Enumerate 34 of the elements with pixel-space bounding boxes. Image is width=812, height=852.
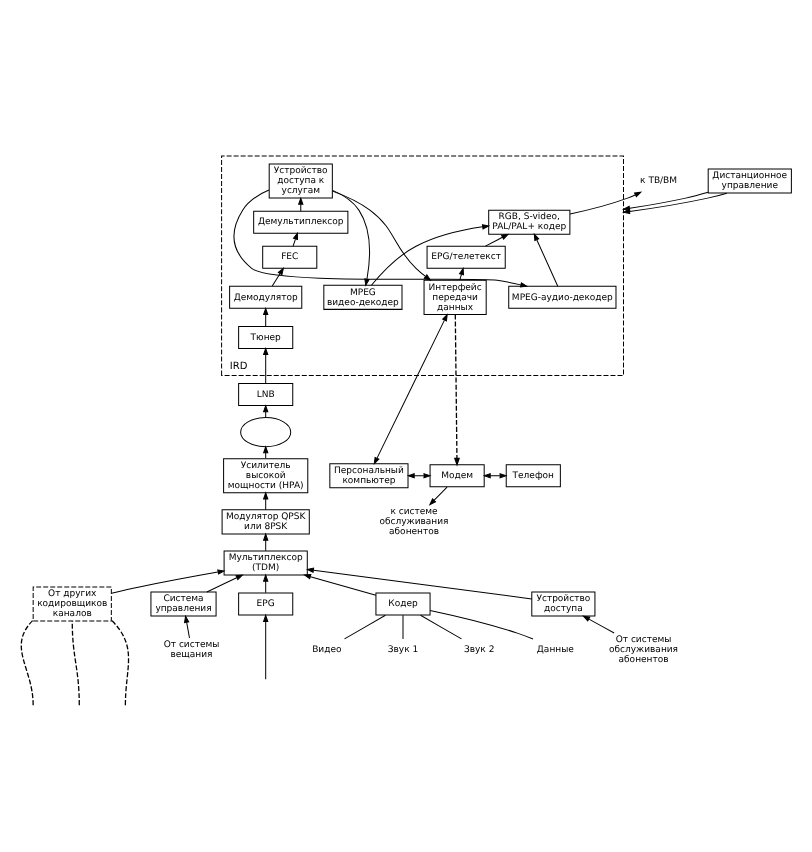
arrow [569, 190, 642, 214]
node-ellipse [240, 416, 292, 447]
arrow [623, 190, 709, 210]
arrow [484, 232, 509, 246]
arrow [263, 532, 269, 551]
arrow [458, 267, 464, 280]
arrow [263, 347, 269, 383]
arrow [263, 491, 269, 510]
arrow [263, 613, 269, 679]
arrow [623, 191, 728, 214]
arrow [453, 312, 460, 466]
arrow [263, 307, 269, 326]
arrow [303, 573, 377, 595]
arrow [111, 568, 225, 593]
connector [71, 619, 80, 705]
arrow [206, 573, 243, 592]
connector [420, 613, 462, 639]
arrow [263, 573, 269, 593]
arrow [583, 614, 615, 633]
arrow [271, 266, 284, 286]
arrow [306, 566, 533, 599]
connector [20, 618, 34, 705]
arrow [373, 313, 448, 464]
connector [429, 608, 534, 639]
connector [344, 613, 386, 639]
arrow [370, 223, 490, 285]
arrow [533, 232, 559, 286]
connector [110, 618, 130, 705]
arrow [332, 189, 431, 280]
arrow [429, 485, 448, 505]
arrow [263, 445, 269, 458]
arrow [184, 614, 190, 638]
arrow [292, 231, 298, 246]
connector [402, 613, 404, 639]
